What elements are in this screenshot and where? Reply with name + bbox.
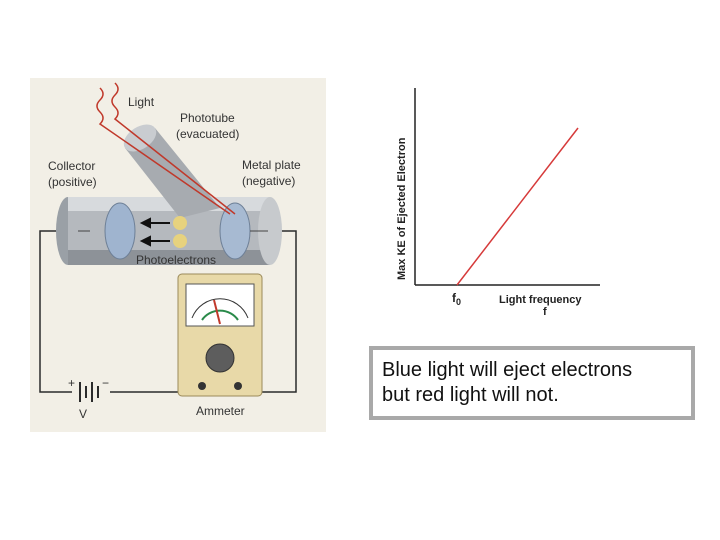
- electron-flow-arrows: [139, 217, 170, 247]
- ammeter-terminal: [234, 382, 242, 390]
- collector-label: Collector: [48, 159, 95, 173]
- x-axis-label: Light frequency: [499, 294, 582, 306]
- light-ray-icon: [96, 82, 236, 215]
- battery-label: V: [79, 407, 87, 421]
- metal-plate-electrode: [219, 202, 251, 260]
- metal-plate-label: Metal plate: [242, 158, 301, 172]
- collector-sub-label: (positive): [48, 175, 97, 189]
- caption-text: Blue light will eject electrons but red …: [382, 359, 633, 406]
- phototube-label: Phototube: [180, 111, 235, 125]
- metal-plate-sub-label: (negative): [242, 174, 295, 188]
- ammeter-dial-knob: [205, 343, 235, 373]
- ammeter: [177, 273, 263, 397]
- caption-box: Blue light will eject electrons but red …: [369, 346, 695, 420]
- photoelectrons-label: Photoelectrons: [136, 253, 216, 267]
- battery-minus-label: −: [102, 376, 109, 390]
- photoelectron-icon: [173, 216, 187, 230]
- y-axis-label: Max KE of Ejected Electron: [396, 137, 408, 280]
- light-label: Light: [128, 95, 155, 109]
- phototube-sub-label: (evacuated): [176, 127, 239, 141]
- ammeter-label: Ammeter: [196, 404, 245, 418]
- photoelectric-apparatus-diagram: + − V Light Phototube (evacuated) Collec…: [30, 78, 326, 432]
- ke-frequency-graph: Max KE of Ejected Electron f0 Light freq…: [396, 88, 600, 318]
- x-axis-symbol: f: [543, 306, 547, 318]
- photoelectron-icon: [173, 234, 187, 248]
- collector-electrode: [104, 202, 136, 260]
- battery-icon: [79, 382, 99, 402]
- ammeter-needle: [213, 299, 221, 325]
- threshold-frequency-label: f0: [452, 291, 461, 307]
- battery-plus-label: +: [68, 376, 75, 390]
- ammeter-terminal: [198, 382, 206, 390]
- ke-line: [456, 127, 579, 286]
